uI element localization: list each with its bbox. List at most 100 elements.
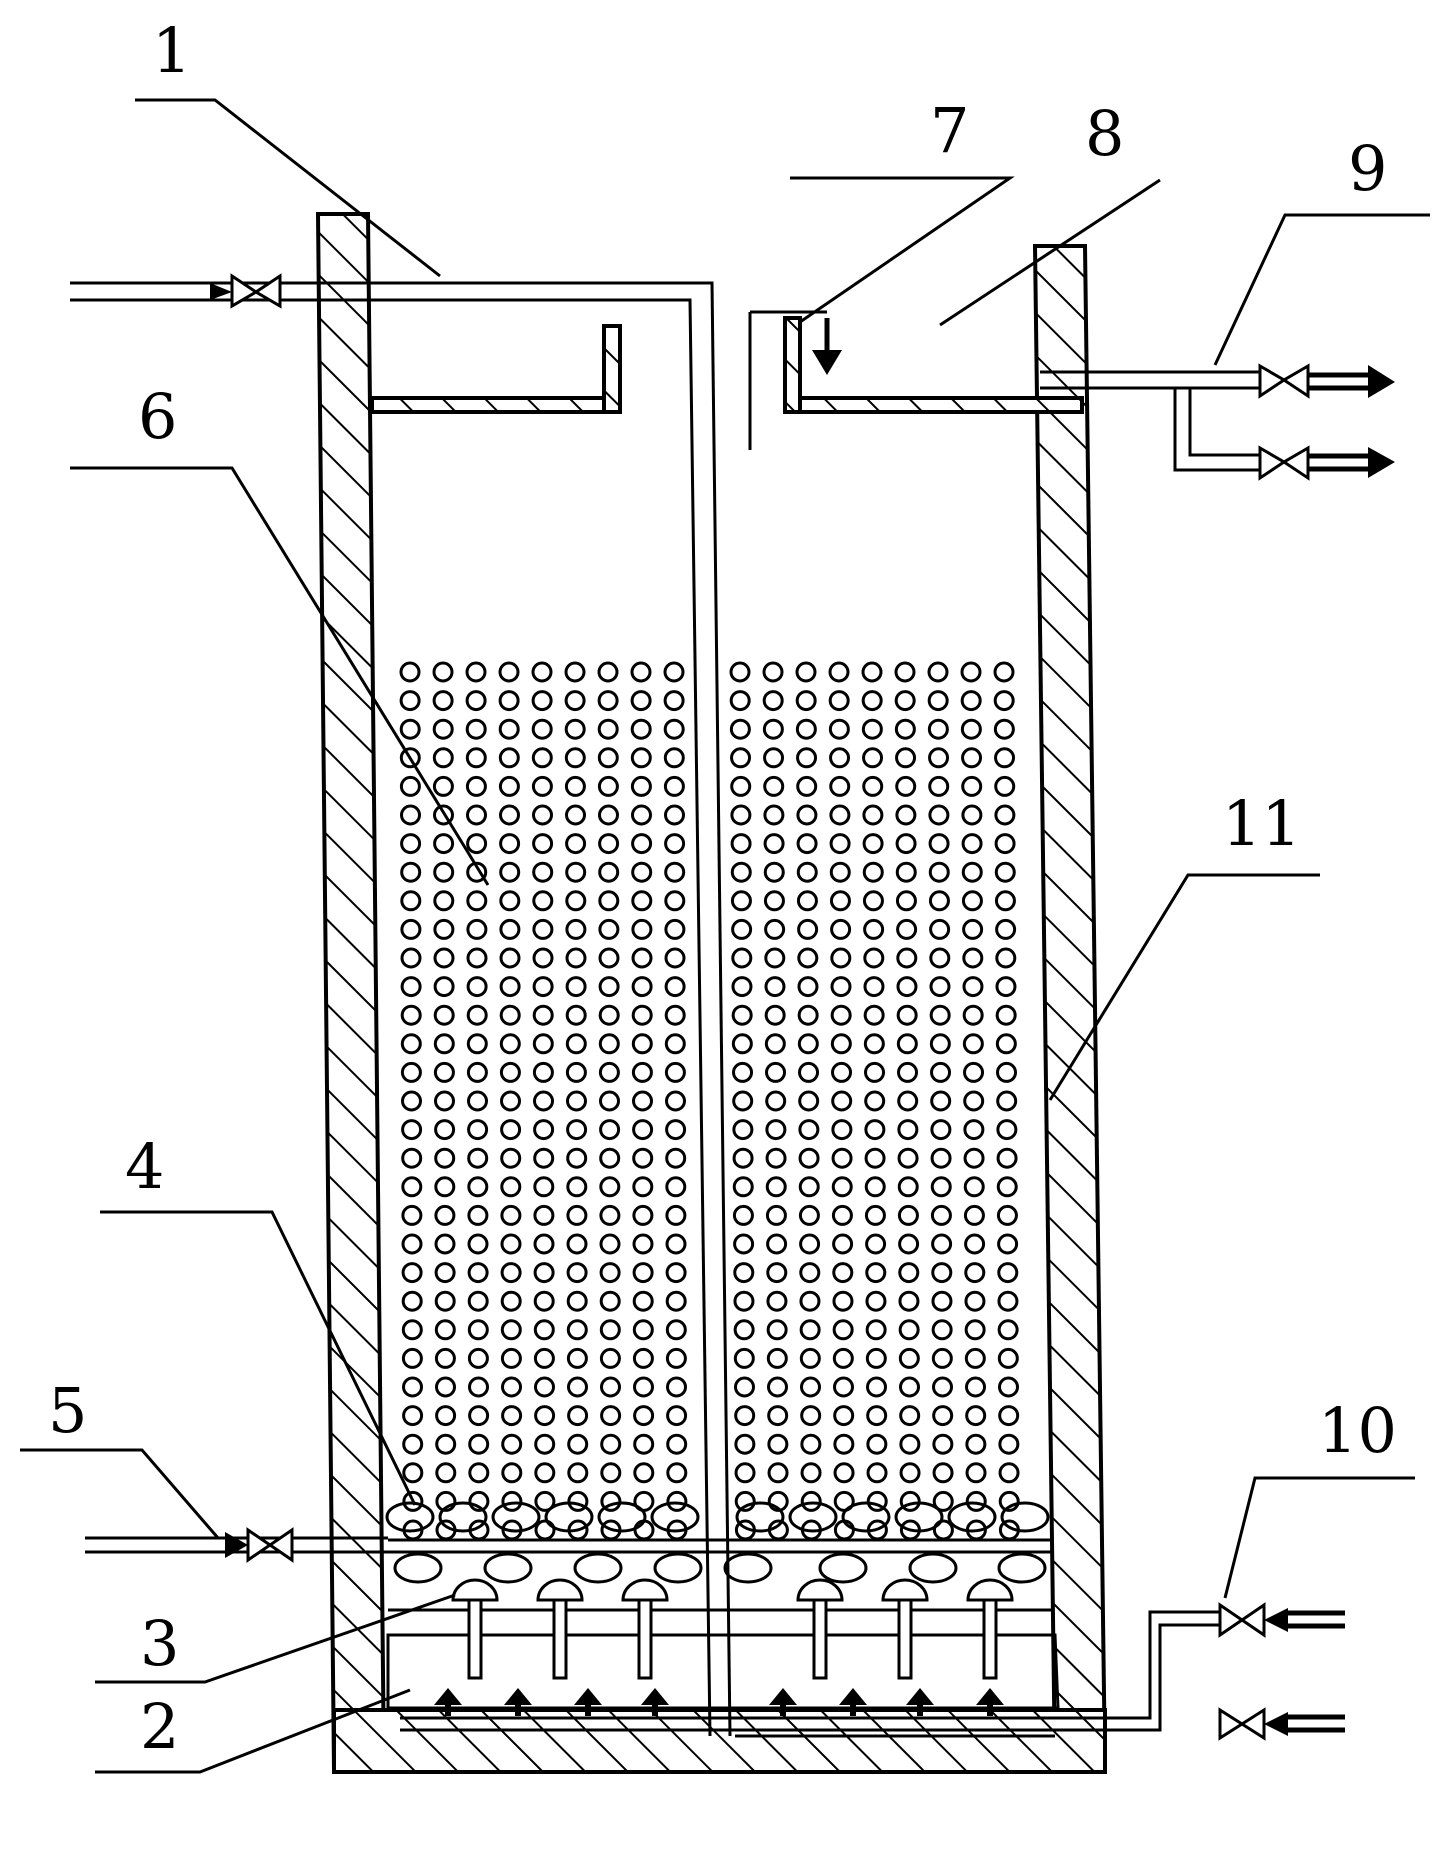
media-ball bbox=[732, 1119, 754, 1141]
media-ball bbox=[663, 661, 685, 683]
media-ball bbox=[434, 1147, 456, 1169]
media-ball bbox=[996, 1119, 1018, 1141]
media-ball bbox=[961, 775, 983, 797]
media-ball bbox=[400, 1004, 422, 1026]
aeration-arrow-icon bbox=[504, 1688, 532, 1705]
packing-media-right bbox=[729, 661, 1020, 1541]
media-ball bbox=[632, 1147, 654, 1169]
media-ball bbox=[433, 1033, 455, 1055]
media-ball bbox=[995, 1004, 1017, 1026]
air-valve-upper[interactable] bbox=[1218, 1602, 1345, 1638]
media-ball bbox=[532, 804, 553, 826]
media-ball bbox=[663, 747, 685, 769]
media-ball bbox=[732, 1090, 754, 1112]
media-ball bbox=[929, 1033, 951, 1055]
outlet-valve-upper[interactable] bbox=[1258, 363, 1395, 399]
media-ball bbox=[800, 1433, 822, 1455]
media-ball bbox=[766, 1233, 788, 1255]
media-ball bbox=[401, 1347, 423, 1369]
media-ball bbox=[765, 1090, 787, 1112]
media-ball bbox=[665, 1290, 687, 1312]
media-ball bbox=[664, 833, 686, 855]
media-ball bbox=[663, 775, 685, 797]
media-ball bbox=[499, 1004, 521, 1026]
media-ball bbox=[598, 918, 620, 940]
media-ball bbox=[931, 1262, 953, 1284]
media-ball bbox=[898, 1347, 920, 1369]
media-ball bbox=[861, 661, 883, 683]
media-ball bbox=[631, 804, 652, 826]
media-ball bbox=[564, 718, 586, 740]
media-ball bbox=[399, 661, 421, 683]
media-ball bbox=[797, 947, 819, 969]
media-ball bbox=[630, 690, 652, 712]
media-ball bbox=[800, 1462, 822, 1484]
media-ball bbox=[995, 1033, 1017, 1055]
media-ball bbox=[435, 1376, 456, 1398]
media-ball bbox=[432, 718, 454, 740]
media-ball bbox=[633, 1462, 655, 1484]
aeration-arrow-icon bbox=[641, 1688, 669, 1705]
media-ball bbox=[599, 1204, 621, 1226]
air-valve-lower[interactable] bbox=[1218, 1707, 1345, 1741]
media-ball bbox=[928, 890, 950, 912]
aeration-arrows bbox=[434, 1688, 1004, 1716]
media-ball bbox=[763, 861, 785, 883]
media-ball bbox=[433, 1004, 455, 1026]
media-ball bbox=[798, 1119, 820, 1141]
media-ball bbox=[994, 775, 1016, 797]
media-ball bbox=[399, 775, 421, 797]
media-ball bbox=[828, 661, 850, 683]
media-ball bbox=[598, 1004, 620, 1026]
media-ball bbox=[731, 976, 753, 998]
media-ball bbox=[599, 1233, 621, 1255]
media-ball bbox=[832, 1262, 854, 1284]
media-ball bbox=[798, 1176, 820, 1198]
air-diffusers bbox=[451, 1578, 1014, 1680]
media-ball bbox=[927, 690, 949, 712]
media-ball bbox=[865, 1290, 887, 1312]
media-ball bbox=[829, 890, 851, 912]
media-ball bbox=[831, 1061, 853, 1083]
media-ball bbox=[401, 1290, 423, 1312]
media-ball bbox=[402, 1490, 424, 1512]
media-ball bbox=[994, 890, 1016, 912]
media-ball bbox=[964, 1319, 986, 1341]
media-ball bbox=[500, 1090, 521, 1112]
media-ball bbox=[501, 1490, 523, 1512]
media-ball bbox=[795, 718, 817, 740]
media-ball bbox=[961, 890, 983, 912]
media-ball bbox=[565, 947, 587, 969]
gravel-piece bbox=[788, 1501, 838, 1533]
inlet-valve-5[interactable] bbox=[85, 1527, 388, 1563]
media-ball bbox=[898, 1262, 920, 1284]
media-ball bbox=[566, 1319, 588, 1341]
media-ball bbox=[400, 1061, 422, 1083]
media-ball bbox=[931, 1233, 953, 1255]
media-ball bbox=[434, 1119, 456, 1141]
media-ball bbox=[898, 1290, 920, 1312]
media-ball bbox=[533, 1347, 555, 1369]
media-ball bbox=[763, 890, 785, 912]
media-ball bbox=[468, 1376, 489, 1398]
media-ball bbox=[664, 1004, 686, 1026]
media-ball bbox=[733, 1319, 755, 1341]
media-ball bbox=[599, 1319, 621, 1341]
label-6: 6 bbox=[138, 380, 177, 453]
outlet-valve-lower[interactable] bbox=[1258, 445, 1395, 481]
media-ball bbox=[565, 1061, 587, 1083]
media-ball bbox=[597, 690, 619, 712]
media-ball bbox=[730, 747, 752, 769]
media-ball bbox=[534, 1519, 556, 1541]
media-ball bbox=[534, 1490, 556, 1512]
media-ball bbox=[500, 1176, 522, 1198]
media-ball bbox=[498, 775, 520, 797]
inlet-valve-1[interactable] bbox=[210, 273, 282, 309]
media-ball bbox=[631, 1004, 653, 1026]
media-ball bbox=[402, 1376, 423, 1398]
media-ball bbox=[630, 718, 652, 740]
media-ball bbox=[863, 947, 885, 969]
media-ball bbox=[466, 861, 488, 883]
media-ball bbox=[762, 661, 784, 683]
media-ball bbox=[899, 1376, 920, 1398]
